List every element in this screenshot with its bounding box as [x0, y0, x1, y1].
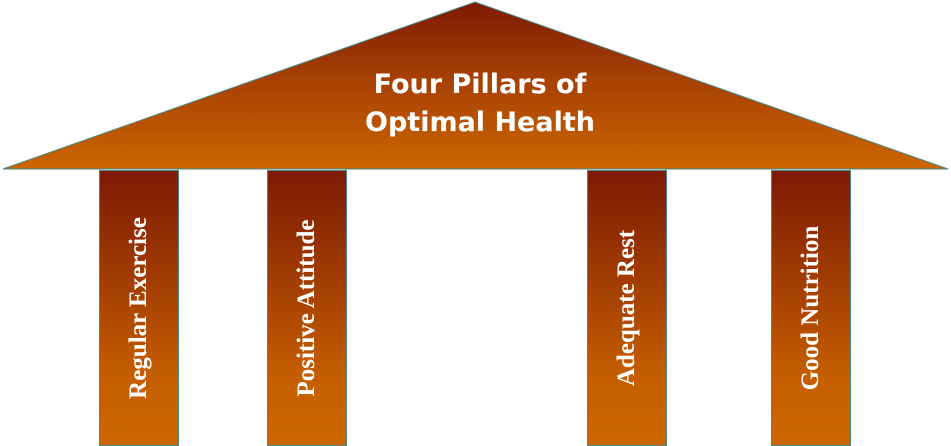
pillar-positive-attitude: Positive Attitude	[267, 170, 347, 446]
roof-shape	[2, 1, 949, 170]
roof-title: Four Pillars of Optimal Health	[280, 66, 680, 142]
pillar-label: Regular Exercise	[125, 217, 152, 399]
pillar-label: Good Nutrition	[797, 225, 824, 391]
roof-title-line-1: Four Pillars of	[373, 69, 587, 100]
pillar-regular-exercise: Regular Exercise	[99, 170, 179, 446]
pillar-adequate-rest: Adequate Rest	[587, 170, 667, 446]
roof-triangle	[2, 1, 949, 170]
pillar-good-nutrition: Good Nutrition	[771, 170, 851, 446]
roof-title-line-2: Optimal Health	[365, 107, 595, 138]
pillar-label: Positive Attitude	[293, 219, 320, 397]
pillar-label: Adequate Rest	[613, 229, 640, 387]
